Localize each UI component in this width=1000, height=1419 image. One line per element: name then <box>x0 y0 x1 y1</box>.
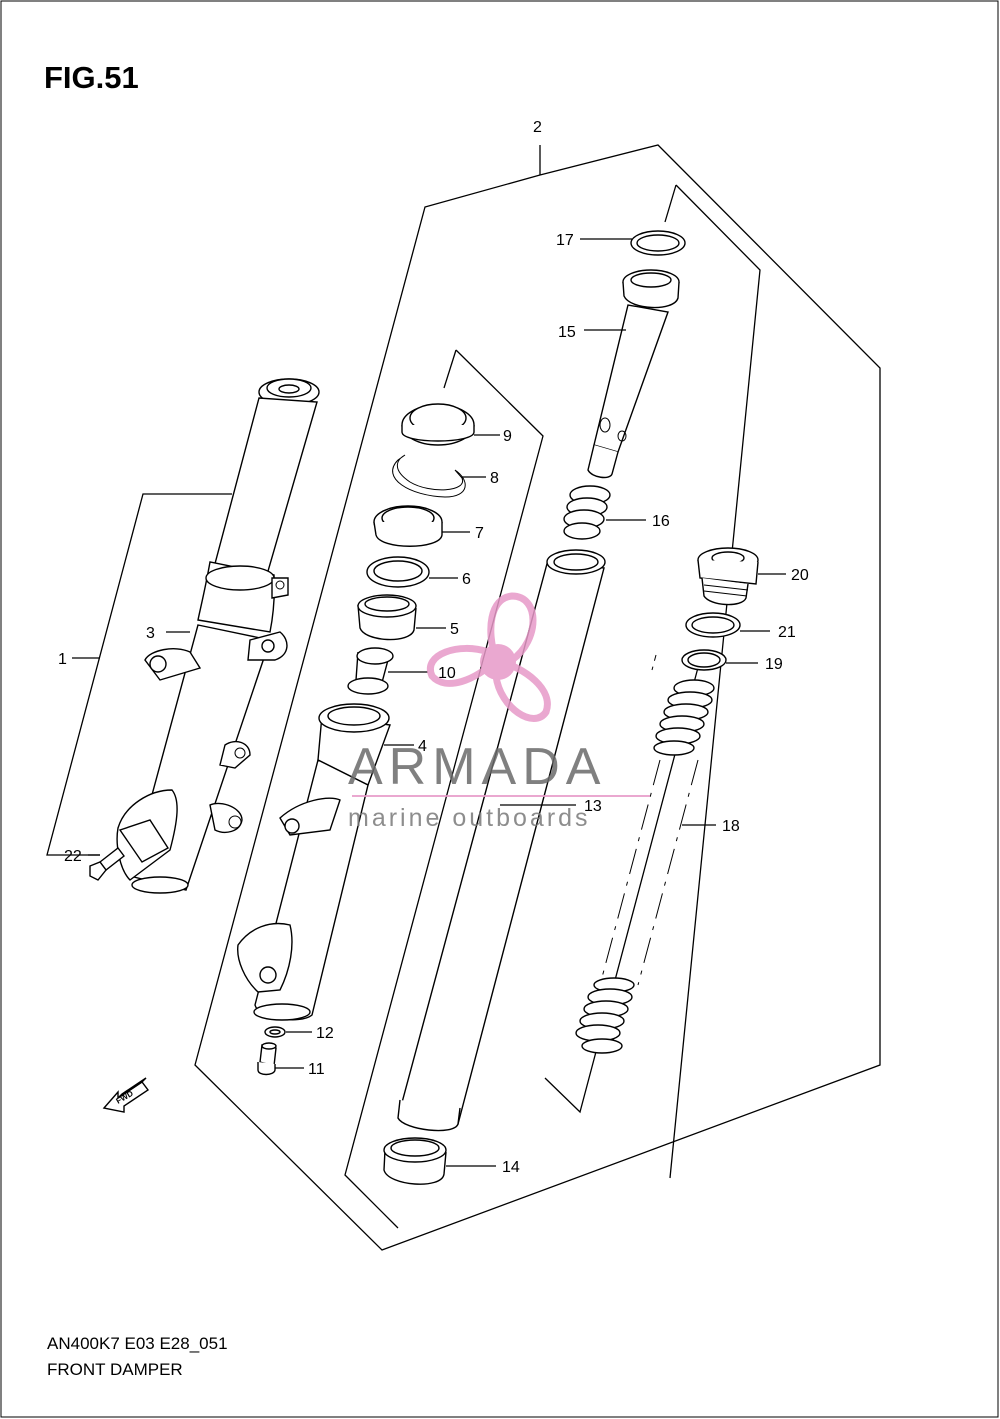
callout-11: 11 <box>308 1061 325 1078</box>
fork-spring-18 <box>575 679 715 1054</box>
callout-16: 16 <box>652 513 670 530</box>
slide-bushing-14 <box>383 1137 447 1185</box>
fwd-arrow-icon: FWD <box>102 1077 150 1113</box>
bolt-11 <box>257 1042 277 1076</box>
callout-14: 14 <box>502 1159 520 1176</box>
model-code: AN400K7 E03 E28_051 <box>47 1334 228 1353</box>
washer-12 <box>264 1026 286 1038</box>
group-outline-inner-right <box>669 184 761 1179</box>
callout-4: 4 <box>418 738 427 755</box>
callout-19: 19 <box>765 656 783 673</box>
callout-7: 7 <box>475 525 484 542</box>
washer-6 <box>366 556 430 588</box>
watermark-logo: ARMADA marine outboards <box>348 592 650 832</box>
group-outline-2 <box>194 144 881 1251</box>
propeller-icon <box>426 592 551 722</box>
rebound-spring-16 <box>563 485 611 540</box>
axis-dash <box>651 654 657 671</box>
callout-9: 9 <box>503 428 512 445</box>
figure-title: FIG.51 <box>44 60 139 95</box>
bushing-10 <box>347 647 394 695</box>
damper-rod-15 <box>587 269 680 479</box>
callout-5: 5 <box>450 621 459 638</box>
callout-17: 17 <box>556 232 574 249</box>
ring-17 <box>630 230 686 256</box>
fork-outer-tube-4 <box>237 703 391 1021</box>
dust-seal-9 <box>401 403 475 446</box>
bushing-5 <box>357 594 417 641</box>
callout-3: 3 <box>146 625 155 642</box>
callout-10: 10 <box>438 665 456 682</box>
cap-bolt-20 <box>697 547 759 606</box>
callout-6: 6 <box>462 571 471 588</box>
callout-13: 13 <box>584 798 602 815</box>
callout-15: 15 <box>558 324 576 341</box>
group-outline-spring-box <box>664 184 677 223</box>
bolt-22 <box>89 847 125 881</box>
callout-18: 18 <box>722 818 740 835</box>
watermark-tagline: marine outboards <box>348 804 591 832</box>
callout-21: 21 <box>778 624 796 641</box>
callout-22: 22 <box>64 848 82 865</box>
circlip-8 <box>392 454 466 498</box>
oil-seal-7 <box>373 505 443 547</box>
group-outline-inner-left <box>344 349 544 1229</box>
bracket-1 <box>46 493 232 856</box>
figure-name: FRONT DAMPER <box>47 1360 183 1379</box>
callout-1: 1 <box>58 651 67 668</box>
callout-8: 8 <box>490 470 499 487</box>
watermark-brand: ARMADA <box>348 738 606 796</box>
washer-19 <box>681 649 727 671</box>
group-outline-spring-lower <box>544 659 701 1114</box>
fork-leg-outer <box>116 378 320 894</box>
callout-2: 2 <box>533 119 542 136</box>
inner-left-top <box>443 349 457 389</box>
callout-20: 20 <box>791 567 809 584</box>
callout-12: 12 <box>316 1025 334 1042</box>
o-ring-21 <box>685 612 741 638</box>
inner-tube-13 <box>397 549 606 1132</box>
